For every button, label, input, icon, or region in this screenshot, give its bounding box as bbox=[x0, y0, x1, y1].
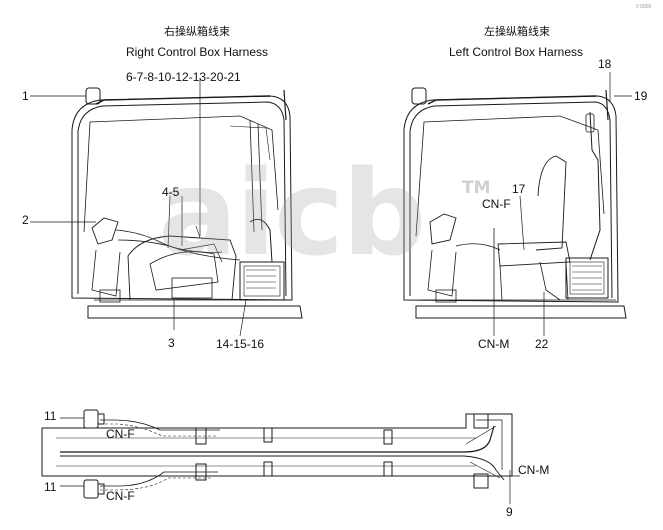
callout-17: 17 bbox=[512, 182, 526, 196]
callout-18: 18 bbox=[598, 57, 612, 71]
callout-1: 1 bbox=[22, 89, 29, 103]
floor-plate bbox=[415, 305, 627, 319]
callout-22: 22 bbox=[535, 337, 549, 351]
clamp bbox=[195, 427, 207, 445]
roof-lamp bbox=[411, 87, 427, 105]
callout-11-top: 11 bbox=[44, 409, 57, 423]
callout-19: 19 bbox=[634, 89, 648, 103]
harness-trunk bbox=[60, 425, 495, 453]
callout-cn-f-top: CN-F bbox=[106, 427, 135, 441]
seat-console bbox=[127, 235, 237, 301]
control-box-right bbox=[239, 261, 285, 301]
floor-plate bbox=[87, 305, 303, 319]
connector-right-top bbox=[473, 413, 489, 429]
connector-11-top bbox=[83, 409, 99, 429]
callout-cn-m-cab: CN-M bbox=[478, 337, 510, 351]
left-harness-title-cn: 左操纵箱线束 bbox=[484, 25, 550, 38]
callout-9: 9 bbox=[506, 505, 513, 519]
callout-cn-m-bottom: CN-M bbox=[518, 463, 550, 477]
callout-14-16: 14-15-16 bbox=[216, 337, 265, 351]
right-harness-title-en: Right Control Box Harness bbox=[125, 45, 269, 59]
harness-wire bbox=[95, 95, 271, 105]
callout-cn-f-bottom: CN-F bbox=[106, 489, 135, 503]
callout-3: 3 bbox=[168, 336, 175, 350]
watermark-tm: TM bbox=[462, 178, 491, 198]
leader-lines bbox=[493, 72, 632, 336]
left-harness-title-en: Left Control Box Harness bbox=[448, 45, 584, 59]
right-harness-title-cn: 右操纵箱线束 bbox=[164, 25, 230, 38]
window-glass bbox=[83, 115, 279, 233]
callout-top-row: 6-7-8-10-12-13-20-21 bbox=[126, 70, 241, 84]
cab-frame bbox=[403, 95, 619, 303]
watermark-text: aicb bbox=[158, 144, 426, 282]
leader-lines bbox=[60, 417, 520, 504]
callout-cn-f-cab: CN-F bbox=[482, 197, 511, 211]
callout-2: 2 bbox=[22, 213, 29, 227]
connector-11-bottom bbox=[83, 479, 99, 499]
seat bbox=[535, 155, 567, 251]
corner-code: 0 0000 bbox=[636, 4, 652, 10]
callout-4-5: 4-5 bbox=[162, 185, 180, 199]
control-box-left bbox=[565, 257, 609, 299]
connector-right-bottom bbox=[473, 473, 489, 489]
leader-lines bbox=[30, 78, 247, 337]
frame-outline bbox=[41, 413, 513, 477]
callout-11-bottom: 11 bbox=[44, 480, 57, 494]
